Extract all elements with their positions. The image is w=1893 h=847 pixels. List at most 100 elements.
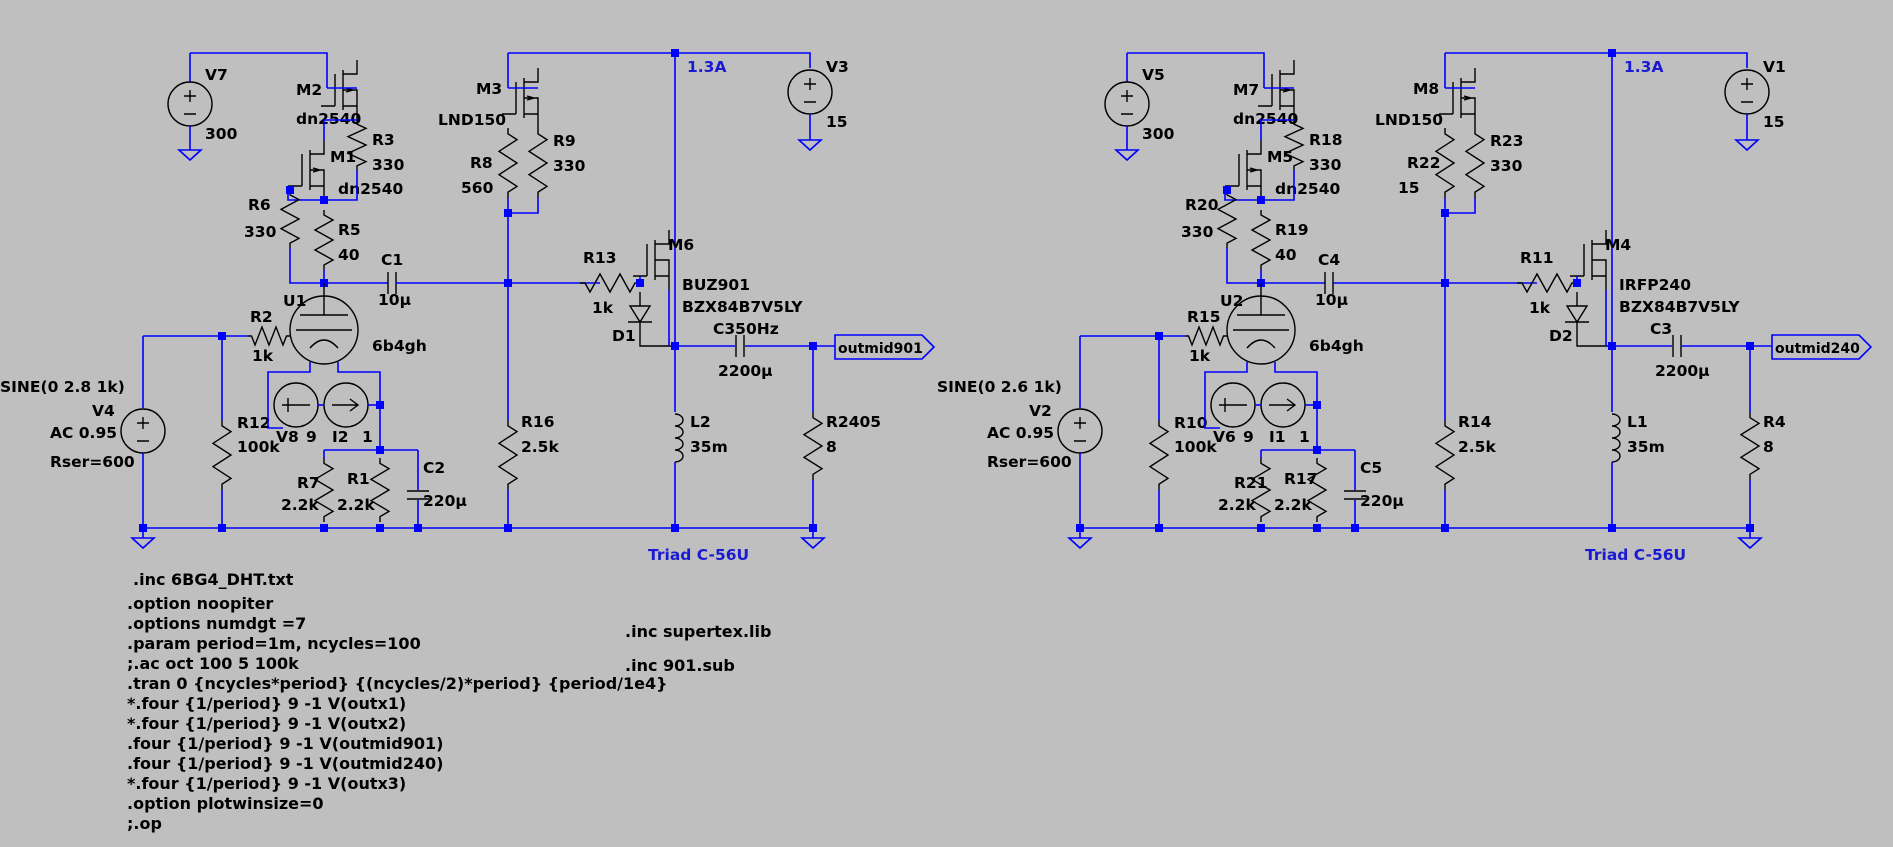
resistor-symbol[interactable] [1464, 128, 1486, 198]
wire[interactable] [1261, 170, 1295, 201]
diode-name[interactable]: D1 [612, 327, 636, 345]
mosfet-model[interactable]: dn2540 [1233, 110, 1298, 128]
wire[interactable] [190, 52, 328, 88]
resistor-value[interactable]: 2.2k [281, 496, 319, 514]
source-ac[interactable]: AC 0.95 [987, 424, 1054, 442]
voltage-source-symbol[interactable] [1104, 81, 1150, 127]
source-name[interactable]: V8 [276, 428, 299, 446]
resistor-value[interactable]: 1k [252, 347, 274, 365]
wire[interactable] [507, 198, 539, 214]
resistor-value[interactable]: 40 [338, 246, 360, 264]
resistor-symbol[interactable] [1517, 272, 1577, 294]
resistor-name[interactable]: R13 [583, 249, 617, 267]
resistor-value[interactable]: 40 [1275, 246, 1297, 264]
mosfet-model[interactable]: BUZ901 [682, 276, 750, 294]
inductor-name[interactable]: L2 [690, 413, 711, 431]
wire[interactable] [337, 362, 381, 450]
source-name[interactable]: V3 [826, 58, 849, 76]
resistor-value[interactable]: 560 [461, 179, 494, 197]
transformer-annotation[interactable]: Triad C-56U [648, 546, 749, 564]
directive-line[interactable]: .four {1/period} 9 -1 V(outmid240) [127, 754, 443, 773]
mosfet-model[interactable]: LND150 [1375, 111, 1443, 129]
wire[interactable] [1204, 362, 1248, 429]
resistor-symbol[interactable] [802, 412, 824, 480]
resistor-name[interactable]: R19 [1275, 221, 1309, 239]
voltage-source-symbol[interactable] [1057, 408, 1103, 454]
diode-model[interactable]: BZX84B7V5LY [1619, 298, 1740, 316]
resistor-symbol[interactable] [279, 190, 301, 248]
diode-model[interactable]: BZX84B7V5LY [682, 298, 803, 316]
resistor-name[interactable]: R9 [553, 132, 576, 150]
mosfet-symbol[interactable] [321, 60, 358, 120]
resistor-symbol[interactable] [1434, 420, 1456, 490]
directive-line[interactable]: .tran 0 {ncycles*period} {(ncycles/2)*pe… [127, 674, 668, 693]
zener-diode-symbol[interactable] [628, 292, 675, 347]
source-waveform[interactable]: SINE(0 2.6 1k) [937, 378, 1062, 396]
resistor-value[interactable]: 1k [1529, 299, 1551, 317]
directive-line[interactable]: ;.ac oct 100 5 100k [127, 654, 299, 673]
directive-line[interactable]: ;.op [127, 814, 162, 833]
source-name[interactable]: V1 [1763, 58, 1786, 76]
mosfet-model[interactable]: dn2540 [1275, 180, 1340, 198]
mosfet-model[interactable]: dn2540 [338, 180, 403, 198]
capacitor-name[interactable]: C3 [1650, 320, 1672, 338]
tube-name[interactable]: U1 [283, 292, 306, 310]
wire[interactable] [675, 52, 811, 68]
wire[interactable] [1274, 362, 1318, 450]
resistor-symbol[interactable] [211, 420, 233, 490]
resistor-value[interactable]: 330 [244, 223, 277, 241]
mosfet-name[interactable]: M4 [1605, 236, 1631, 254]
resistor-name[interactable]: R12 [237, 414, 271, 432]
wire[interactable] [1444, 198, 1476, 214]
include-directive[interactable]: .inc 901.sub [625, 656, 735, 675]
resistor-value[interactable]: 2.2k [1218, 496, 1256, 514]
source-name[interactable]: V5 [1142, 66, 1165, 84]
source-value[interactable]: 9 [1243, 428, 1254, 446]
voltage-source-symbol[interactable] [1724, 69, 1770, 115]
resistor-value[interactable]: 8 [1763, 438, 1774, 456]
resistor-name[interactable]: R17 [1284, 470, 1318, 488]
mosfet-name[interactable]: M6 [668, 236, 694, 254]
resistor-name[interactable]: R23 [1490, 132, 1524, 150]
resistor-value[interactable]: 330 [553, 157, 586, 175]
resistor-name[interactable]: R18 [1309, 131, 1343, 149]
capacitor-name[interactable]: C350Hz [713, 320, 779, 338]
directive-line[interactable]: *.four {1/period} 9 -1 V(outx3) [127, 774, 406, 793]
resistor-name[interactable]: R10 [1174, 414, 1208, 432]
mosfet-symbol[interactable] [1439, 68, 1476, 128]
resistor-value[interactable]: 330 [1181, 223, 1214, 241]
resistor-value[interactable]: 330 [372, 156, 405, 174]
wire[interactable] [1226, 248, 1261, 284]
resistor-name[interactable]: R15 [1187, 308, 1221, 326]
resistor-value[interactable]: 100k [237, 438, 280, 456]
resistor-name[interactable]: R8 [470, 154, 493, 172]
inductor-symbol[interactable] [1611, 413, 1621, 463]
wire[interactable] [324, 170, 358, 201]
mosfet-model[interactable]: LND150 [438, 111, 506, 129]
wire[interactable] [1127, 52, 1265, 88]
capacitor-value[interactable]: 10µ [378, 291, 411, 309]
zener-diode-symbol[interactable] [1565, 292, 1612, 347]
tube-model[interactable]: 6b4gh [372, 337, 427, 355]
capacitor-symbol[interactable] [1672, 335, 1682, 357]
source-value[interactable]: 1 [1299, 428, 1310, 446]
resistor-value[interactable]: 1k [1189, 347, 1211, 365]
resistor-name[interactable]: R11 [1520, 249, 1554, 267]
capacitor-symbol[interactable] [1344, 490, 1366, 500]
source-value[interactable]: 15 [1763, 113, 1785, 131]
resistor-value[interactable]: 1k [592, 299, 614, 317]
source-name[interactable]: V7 [205, 66, 228, 84]
resistor-symbol[interactable] [1185, 325, 1227, 347]
mosfet-name[interactable]: M3 [476, 80, 502, 98]
resistor-name[interactable]: R16 [521, 413, 555, 431]
mosfet-symbol[interactable] [1258, 60, 1295, 120]
capacitor-value[interactable]: 2200µ [1655, 362, 1710, 380]
wire[interactable] [289, 248, 324, 284]
directive-line[interactable]: .options numdgt =7 [127, 614, 306, 633]
resistor-name[interactable]: R22 [1407, 154, 1441, 172]
resistor-symbol[interactable] [1283, 120, 1305, 170]
resistor-name[interactable]: R21 [1234, 474, 1268, 492]
directive-line[interactable]: *.four {1/period} 9 -1 V(outx1) [127, 694, 406, 713]
mosfet-model[interactable]: IRFP240 [1619, 276, 1691, 294]
